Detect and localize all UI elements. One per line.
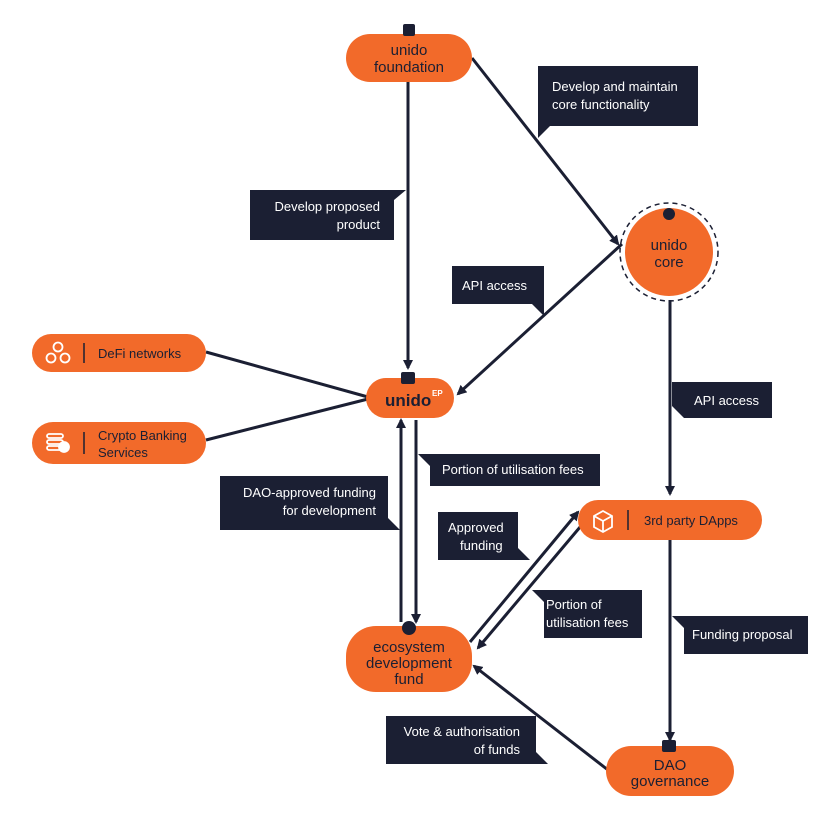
label-develop-maintain-line1: Develop and maintain (552, 79, 678, 94)
dapps-pill (578, 500, 762, 540)
node-unido-ep: unido EP (366, 372, 454, 418)
line-crypto-to-ep (205, 397, 369, 442)
fund-line1: ecosystem (373, 639, 445, 656)
label-portion-fees-2-line1: Portion of (546, 597, 602, 612)
dao-line1: DAO (654, 757, 687, 774)
label-portion-fees-2: Portion of utilisation fees (532, 590, 642, 638)
label-funding-proposal-text: Funding proposal (692, 627, 793, 642)
foundation-line1: unido (391, 42, 428, 59)
dao-line2: governance (631, 773, 709, 790)
node-crypto-banking: Crypto Banking Services (32, 422, 206, 464)
label-vote-authorisation-line1: Vote & authorisation (404, 724, 520, 739)
cube-icon (593, 509, 613, 534)
label-develop-proposed: Develop proposed product (250, 190, 406, 240)
label-develop-maintain-line2: core functionality (552, 97, 650, 112)
coins-icon (46, 433, 70, 453)
fund-line3: fund (394, 671, 423, 688)
label-vote-authorisation-line2: of funds (474, 742, 521, 757)
node-ecosystem-development-fund: ecosystem development fund (346, 621, 472, 692)
label-develop-proposed-line1: Develop proposed (274, 199, 380, 214)
label-vote-authorisation: Vote & authorisation of funds (386, 716, 548, 764)
label-portion-fees-2-line2: utilisation fees (546, 615, 629, 630)
node-foundation-pill (346, 34, 472, 82)
label-api-access-2-text: API access (694, 393, 760, 408)
defi-network-icon (45, 341, 71, 364)
arrow-core-to-ep (456, 242, 624, 396)
label-portion-fees-1: Portion of utilisation fees (418, 454, 600, 486)
ep-name: unido (385, 391, 431, 410)
arrow-fund-to-dapps (468, 510, 580, 643)
dao-pill (606, 746, 734, 796)
ep-badge-icon (401, 372, 415, 384)
label-approved-funding: Approved funding (438, 512, 530, 560)
arrow-dapps-to-fund (476, 519, 588, 650)
node-unido-foundation: unido foundation (346, 24, 472, 82)
node-unido-core: unido core (619, 202, 719, 302)
dao-logo-icon (662, 740, 676, 752)
label-funding-proposal: Funding proposal (672, 616, 808, 654)
crypto-line1: Crypto Banking (98, 428, 187, 443)
connectors (205, 57, 675, 772)
defi-pill (32, 334, 206, 372)
label-api-access-2: API access (672, 382, 772, 418)
foundation-line2: foundation (374, 59, 444, 76)
node-defi-networks: DeFi networks (32, 334, 206, 372)
label-develop-maintain: Develop and maintain core functionality (538, 66, 698, 138)
arrow-foundation-to-core (470, 57, 620, 246)
label-api-access-1-text: API access (462, 278, 528, 293)
label-dao-approved: DAO-approved funding for development (220, 476, 400, 530)
piggy-bank-icon (402, 621, 416, 635)
label-approved-funding-line2: funding (460, 538, 503, 553)
label-portion-fees-1-text: Portion of utilisation fees (442, 462, 584, 477)
foundation-logo-icon (403, 24, 415, 36)
crypto-pill (32, 422, 206, 464)
defi-label: DeFi networks (98, 346, 182, 361)
ep-pill (366, 378, 454, 418)
core-line2: core (654, 254, 683, 271)
label-dao-approved-line1: DAO-approved funding (243, 485, 376, 500)
arrow-dao-to-fund (472, 664, 609, 772)
label-api-access-1: API access (452, 266, 544, 316)
fund-pill (346, 626, 472, 692)
core-dashed-ring (619, 202, 719, 302)
label-approved-funding-line1: Approved (448, 520, 504, 535)
label-dao-approved-line2: for development (283, 503, 377, 518)
core-line1: unido (651, 237, 688, 254)
core-logo-icon (663, 208, 675, 220)
node-dao-governance: DAO governance (606, 740, 734, 796)
node-3rd-party-dapps: 3rd party DApps (578, 500, 762, 540)
fund-line2: development (366, 655, 453, 672)
core-circle (625, 208, 713, 296)
crypto-line2: Services (98, 445, 148, 460)
ep-superscript: EP (432, 389, 443, 398)
dapps-label: 3rd party DApps (644, 513, 738, 528)
line-defi-to-ep (205, 350, 369, 399)
label-develop-proposed-line2: product (337, 217, 381, 232)
